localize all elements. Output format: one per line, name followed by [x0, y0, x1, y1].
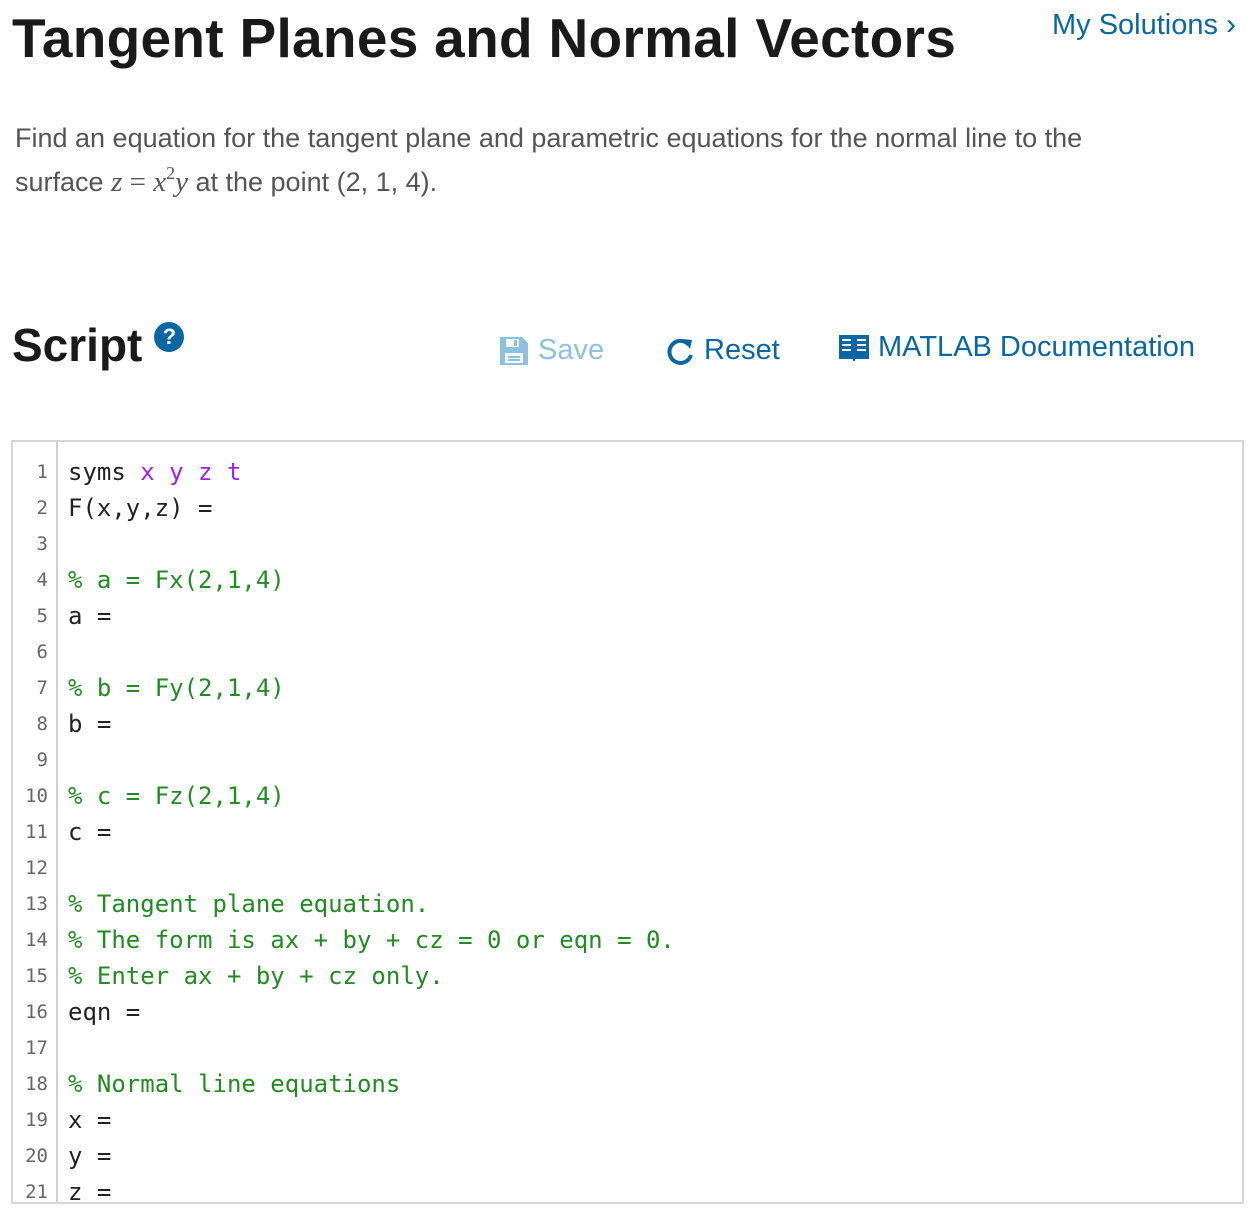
code-text: % Normal line equations [68, 1070, 401, 1098]
code-line[interactable]: 5 a = [13, 598, 1242, 634]
line-number: 12 [25, 857, 48, 879]
line-number-gutter [13, 442, 58, 1202]
code-editor[interactable]: 1 syms x y z t 2 F(x,y,z) = 3 4 % a = Fx(2,1,4… [11, 440, 1244, 1204]
code-line[interactable]: 10 % c = Fz(2,1,4) [13, 778, 1242, 814]
line-number: 20 [25, 1145, 48, 1167]
script-heading: Script ? [12, 318, 185, 372]
code-text: y = [68, 1142, 112, 1170]
code-line[interactable]: 16 eqn = [13, 994, 1242, 1030]
line-number: 21 [25, 1181, 48, 1203]
line-number: 1 [36, 461, 48, 483]
code-line[interactable]: 2 F(x,y,z) = [13, 490, 1242, 526]
code-text: c = [68, 818, 112, 846]
line-number: 11 [25, 821, 48, 843]
code-line[interactable]: 17 [13, 1030, 1242, 1066]
code-text: % b = Fy(2,1,4) [68, 674, 285, 702]
code-line[interactable]: 8 b = [13, 706, 1242, 742]
code-text: % The form is ax + by + cz = 0 or eqn = … [68, 926, 675, 954]
line-number: 16 [25, 1001, 48, 1023]
matlab-documentation-link[interactable]: MATLAB Documentation [838, 331, 1195, 364]
code-text: % a = Fx(2,1,4) [68, 566, 285, 594]
code-text: F(x,y,z) = [68, 494, 213, 522]
reset-button[interactable]: Reset [664, 334, 780, 367]
script-heading-label: Script [12, 319, 143, 371]
code-line[interactable]: 18 % Normal line equations [13, 1066, 1242, 1102]
line-number: 8 [36, 713, 48, 735]
line-number: 15 [25, 965, 48, 987]
line-number: 10 [25, 785, 48, 807]
code-text: x = [68, 1106, 112, 1134]
code-line[interactable]: 15 % Enter ax + by + cz only. [13, 958, 1242, 994]
code-line[interactable]: 4 % a = Fx(2,1,4) [13, 562, 1242, 598]
code-line[interactable]: 13 % Tangent plane equation. [13, 886, 1242, 922]
line-number: 3 [36, 533, 48, 555]
problem-statement: Find an equation for the tangent plane a… [15, 116, 1215, 204]
line-number: 17 [25, 1037, 48, 1059]
code-text: a = [68, 602, 112, 630]
code-text: % Enter ax + by + cz only. [68, 962, 444, 990]
line-number: 18 [25, 1073, 48, 1095]
code-line[interactable]: 11 c = [13, 814, 1242, 850]
code-line[interactable]: 6 [13, 634, 1242, 670]
chevron-right-icon: › [1226, 8, 1236, 41]
line-number: 7 [36, 677, 48, 699]
save-icon [500, 336, 528, 365]
code-line[interactable]: 20 y = [13, 1138, 1242, 1174]
documentation-label: MATLAB Documentation [878, 331, 1195, 363]
save-button[interactable]: Save [498, 334, 604, 367]
code-text: z = [68, 1178, 112, 1204]
book-icon [839, 334, 869, 361]
page-title: Tangent Planes and Normal Vectors [12, 7, 957, 69]
reset-label: Reset [704, 334, 780, 366]
code-text: % Tangent plane equation. [68, 890, 430, 918]
line-number: 5 [36, 605, 48, 627]
my-solutions-label: My Solutions [1051, 8, 1218, 41]
line-number: 2 [36, 497, 48, 519]
reset-icon [667, 338, 693, 365]
surface-equation: z = x2y [111, 163, 188, 198]
line-number: 9 [36, 749, 48, 771]
code-text: eqn = [68, 998, 141, 1026]
line-number: 13 [25, 893, 48, 915]
code-text: % c = Fz(2,1,4) [68, 782, 285, 810]
my-solutions-link[interactable]: My Solutions › [1052, 8, 1236, 42]
code-text: b = [68, 710, 112, 738]
line-number: 14 [25, 929, 48, 951]
code-line[interactable]: 3 [13, 526, 1242, 562]
code-line[interactable]: 14 % The form is ax + by + cz = 0 or eqn … [13, 922, 1242, 958]
problem-text-suffix: at the point (2, 1, 4). [195, 167, 438, 197]
code-line[interactable]: 9 [13, 742, 1242, 778]
code-line[interactable]: 12 [13, 850, 1242, 886]
line-number: 6 [36, 641, 48, 663]
help-icon[interactable]: ? [154, 322, 185, 352]
code-line[interactable]: 19 x = [13, 1102, 1242, 1138]
line-number: 19 [25, 1109, 48, 1131]
code-line[interactable]: 21 z = [13, 1174, 1242, 1204]
syms-variables: x y z t [140, 458, 242, 486]
code-line[interactable]: 7 % b = Fy(2,1,4) [13, 670, 1242, 706]
save-label: Save [538, 334, 605, 366]
code-text: syms x y z t [68, 458, 242, 486]
problem-text-line1: Find an equation for the tangent plane a… [15, 123, 1083, 153]
line-number: 4 [36, 569, 48, 591]
problem-surface-prefix: surface [15, 167, 104, 197]
code-line[interactable]: 1 syms x y z t [13, 454, 1242, 490]
